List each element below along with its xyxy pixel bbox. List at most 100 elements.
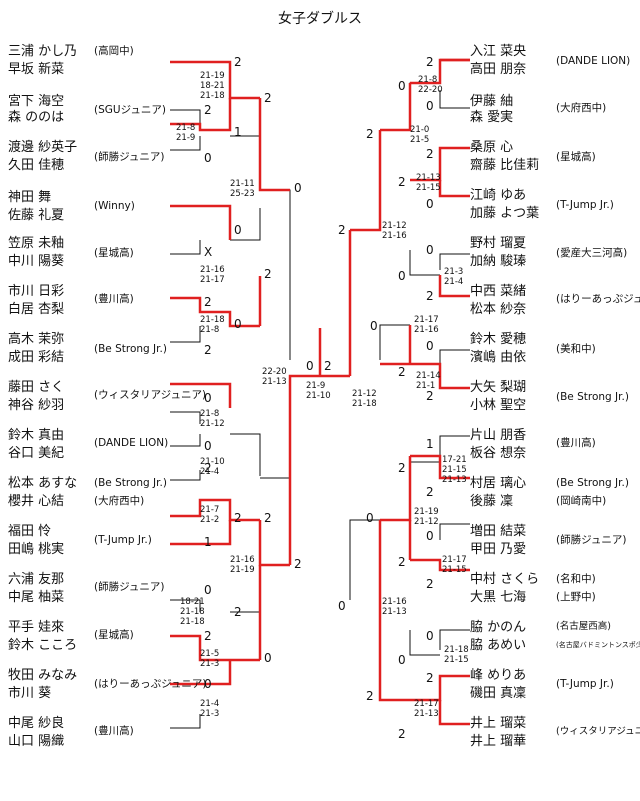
game-score: 21-1 [416,381,436,391]
player-name: 齋藤 比佳莉 [470,158,540,173]
player-name: 山口 陽織 [8,734,65,749]
score-mark: 2 [398,461,406,475]
score-mark: 0 [204,583,212,597]
score-mark: 2 [234,605,242,619]
score-mark: 0 [370,319,378,333]
game-score: 21-10 [306,391,331,401]
player-name: 市川 日彩 [8,284,65,299]
score-mark: 2 [398,175,406,189]
game-score: 25-23 [230,189,255,199]
game-score: 21-17 [200,275,225,285]
team-name: (SGUジュニア) [94,104,166,116]
score-mark: 2 [426,577,434,591]
page-title: 女子ダブルス [278,11,362,27]
game-score: 21-8 [200,325,220,335]
game-score: 21-3 [200,709,220,719]
team-name: (Winny) [94,200,135,212]
game-score: 21-13 [262,377,287,387]
score-mark: 2 [426,671,434,685]
score-mark: 0 [366,511,374,525]
team-name: (DANDE LION) [556,55,631,67]
player-name: 田嶋 桃実 [8,542,65,557]
game-score: 21-3 [200,659,220,669]
player-name: 神谷 紗羽 [8,398,65,413]
score-mark: 2 [426,55,434,69]
score-mark: 0 [306,359,314,373]
game-score: 21-4 [200,699,220,709]
score-mark: 2 [366,127,374,141]
team-name: (はりーあっぷジュニア) [556,293,640,305]
team-name: (はりーあっぷジュニア) [94,678,207,690]
player-name: 磯田 真凜 [470,686,527,701]
line-red [170,98,232,132]
team-name: (師勝ジュニア) [94,581,165,593]
score-mark: 1 [426,437,434,451]
line-black [349,519,380,600]
line-black [439,180,470,197]
team-name: (Be Strong Jr.) [94,477,167,489]
score-mark: 0 [426,99,434,113]
team-name: (T-Jump Jr.) [556,678,614,690]
line-black [230,208,261,241]
player-name: 中尾 柚菜 [8,590,65,605]
game-score: 21-9 [176,133,196,143]
player-name: 中西 菜緒 [470,284,527,299]
game-score: 21-2 [200,515,220,525]
line-red [438,180,470,198]
player-name: 鈴木 真由 [8,428,65,443]
line-red [170,520,232,546]
game-score: 21-15 [416,183,441,193]
score-mark: 2 [398,727,406,741]
player-name: 脇 あめい [470,638,527,653]
player-name: 神田 舞 [8,190,52,205]
game-score: 21-12 [200,419,225,429]
line-black [439,59,470,75]
game-score: 21-18 [352,399,377,409]
game-score: 21-3 [444,267,464,277]
line-black [439,253,470,270]
player-name: 大矢 梨瑚 [470,380,527,395]
score-mark: 0 [398,653,406,667]
player-name: 森 愛実 [470,110,514,125]
line-red [378,520,410,702]
score-mark: 2 [204,103,212,117]
game-score: 21-8 [176,123,196,133]
line-red [170,204,232,240]
line-black [379,324,410,360]
player-name: 大黒 七海 [470,590,527,605]
team-name: (星城高) [94,247,134,259]
player-name: 高田 朋奈 [470,62,527,77]
line-red [170,60,260,100]
game-score: 21-19 [230,565,255,575]
game-score: 21-5 [200,649,220,659]
score-mark: 0 [294,181,302,195]
player-name: 井上 瑠華 [470,734,527,749]
player-name: 松本 紗奈 [470,302,527,317]
line-red [170,296,260,328]
game-score: 21-18 [200,91,225,101]
line-black [170,714,201,729]
player-name: 牧田 みなみ [8,668,78,683]
game-score: 21-16 [230,555,255,565]
team-name: (星城高) [94,629,134,641]
team-name: (豊川高) [94,293,134,305]
player-name: 谷口 美紀 [8,446,65,461]
score-mark: 2 [294,557,302,571]
game-score: 21-13 [416,173,441,183]
game-score: 21-13 [382,607,407,617]
game-score: 21-4 [200,467,220,477]
player-name: 鈴木 こころ [8,638,78,653]
team-name: (上野中) [556,591,596,603]
player-name: 片山 朋香 [470,428,527,443]
team-name: (Be Strong Jr.) [556,391,629,403]
player-name: 白居 杏梨 [8,302,65,317]
game-score: 21-18 [180,607,205,617]
game-score: 21-18 [444,645,469,655]
line-black [170,109,201,124]
line-red [258,98,290,192]
line-red [170,660,232,686]
player-name: 早坂 新菜 [8,62,65,77]
player-name: 入江 菜央 [470,44,527,59]
team-name: (名古屋バドミントンスポ少) [556,641,640,649]
